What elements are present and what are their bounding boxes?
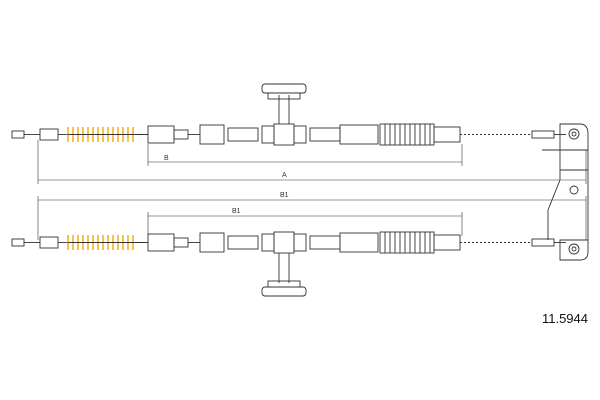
- top-equalizer-yoke: [261, 83, 307, 146]
- dimension-label-b1-short: B1: [232, 208, 241, 215]
- top-brake-cable: [11, 83, 589, 151]
- support-bracket: [542, 149, 589, 240]
- top-left-sleeve: [147, 125, 175, 144]
- top-right-bellows: [379, 123, 435, 146]
- bottom-left-end-fitting: [11, 238, 25, 247]
- bottom-right-bellows: [379, 231, 435, 254]
- top-dimension-lines: [37, 140, 587, 184]
- bottom-equalizer-yoke: [261, 231, 307, 297]
- bottom-brake-cable: [11, 231, 589, 297]
- bottom-dimension-lines: [37, 196, 587, 240]
- bottom-right-mount-bracket: [559, 239, 589, 261]
- bottom-left-sleeve: [147, 233, 175, 252]
- dimension-label-b-top: B: [164, 155, 169, 162]
- top-right-mount-bracket: [559, 123, 589, 151]
- dimension-label-a: A: [282, 172, 287, 179]
- part-number: 11.5944: [541, 311, 588, 326]
- dimension-label-b1-long: B1: [280, 192, 289, 199]
- top-left-end-fitting: [11, 130, 25, 139]
